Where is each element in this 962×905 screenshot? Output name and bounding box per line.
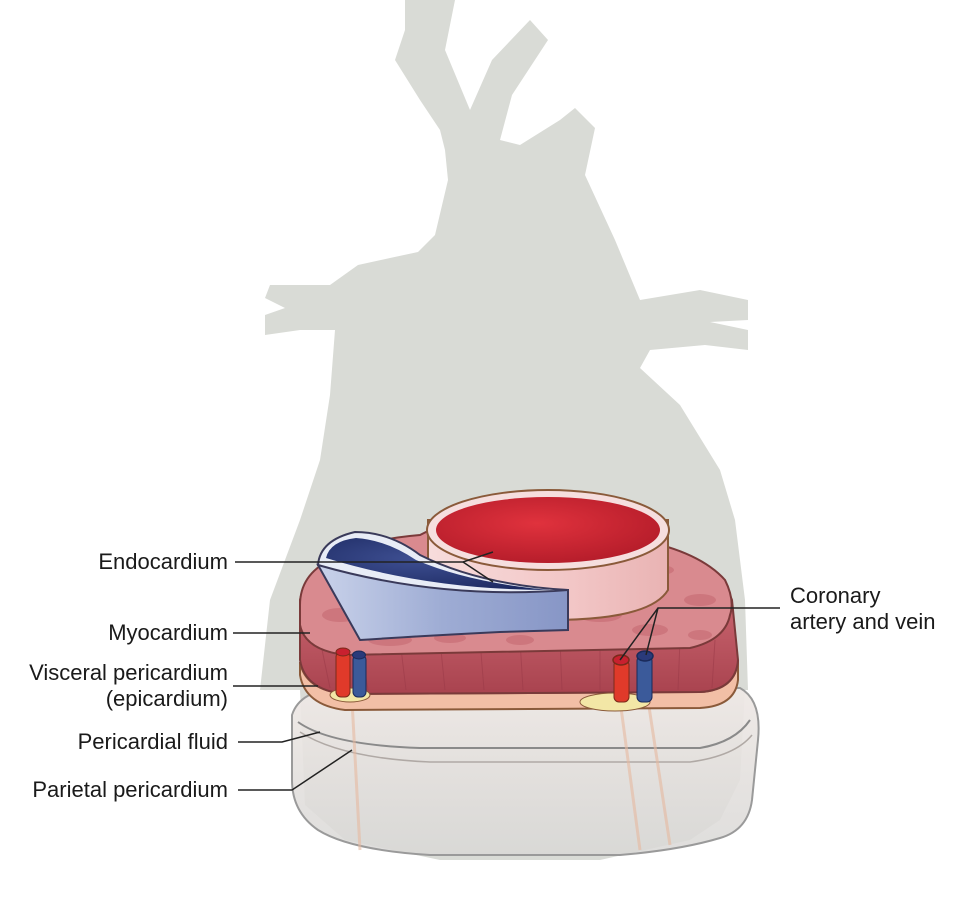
endocardium-leader-branch — [462, 561, 494, 583]
left-ventricle — [426, 489, 670, 622]
coronary-vessels-left — [329, 647, 371, 703]
label-visceral-line2: (epicardium) — [105, 686, 228, 711]
label-parietal-pericardium: Parietal pericardium — [32, 777, 228, 802]
pericardial-cavity-line-2 — [299, 731, 753, 763]
sac-vessel-hints — [350, 699, 672, 851]
label-coronary-line1: Coronary — [790, 583, 881, 608]
label-myocardium: Myocardium — [108, 620, 228, 645]
label-visceral-line1: Visceral pericardium — [29, 660, 228, 685]
leader-lines — [233, 551, 780, 791]
coronary-vessels-right — [579, 650, 654, 712]
fluid-leader — [238, 731, 321, 743]
label-pericardial-fluid: Pericardial fluid — [77, 729, 228, 754]
coronary-leader-branch — [645, 607, 659, 656]
label-endocardium: Endocardium — [98, 549, 228, 574]
right-ventricle — [316, 530, 569, 642]
parietal-leader — [238, 749, 353, 791]
label-coronary-line2: artery and vein — [790, 609, 936, 634]
parietal-pericardium — [291, 687, 760, 856]
label-coronary-artery-vein: Coronary artery and vein — [790, 583, 960, 635]
label-visceral-pericardium: Visceral pericardium (epicardium) — [0, 660, 228, 712]
